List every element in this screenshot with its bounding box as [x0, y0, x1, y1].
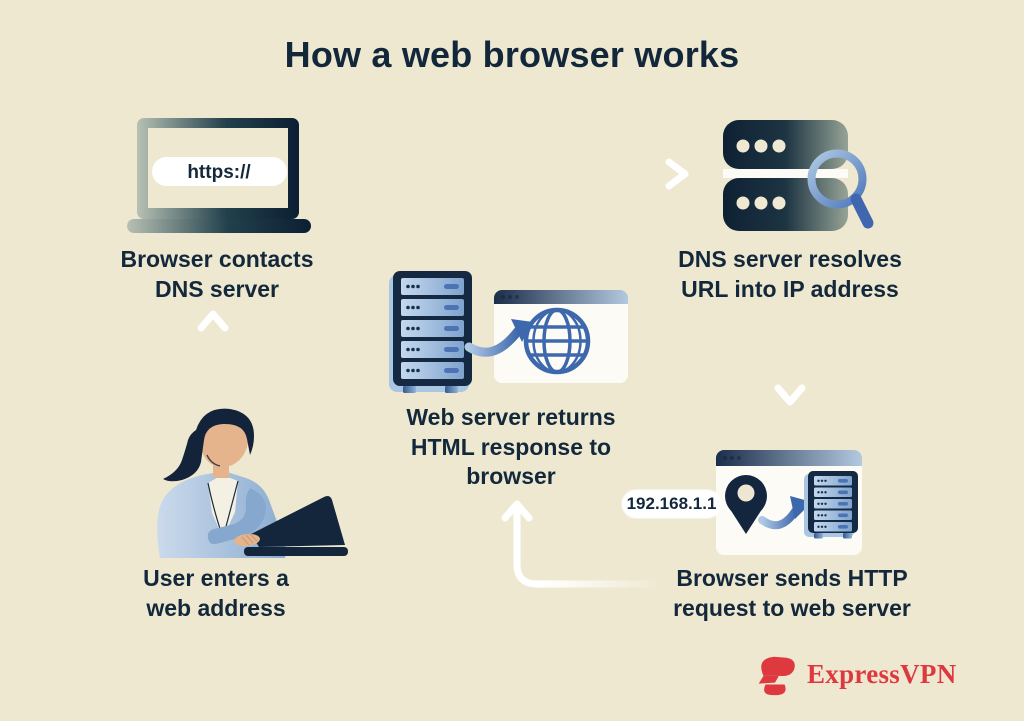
caption-line: request to web server [673, 594, 911, 621]
globe-icon [523, 307, 591, 375]
arrow-laptop-to-dns [337, 158, 689, 190]
server-slat-dots [406, 284, 420, 373]
arm-sleeve [207, 488, 266, 545]
caption-line: DNS server resolves [678, 246, 902, 272]
window-header-dots [501, 295, 519, 299]
caption-line: Browser contacts [120, 246, 314, 272]
window-header-dots [723, 456, 741, 460]
caption-line: browser [466, 463, 556, 489]
transfer-arrow-icon [464, 319, 533, 357]
url-pill-text: https:// [187, 162, 251, 183]
web-server-returns-illustration [389, 271, 628, 393]
arrow-request-to-webserver [501, 500, 663, 588]
dns-unit-top [723, 120, 848, 169]
caption-line: Web server returns [406, 404, 616, 430]
browser-window-icon [494, 290, 628, 383]
browser-sends-request-illustration [716, 450, 862, 555]
server-slat-dots [817, 479, 827, 528]
caption-web-server-returns: Web server returns HTML response to brow… [381, 403, 641, 492]
caption-line: Browser sends HTTP [676, 565, 908, 591]
shirt [208, 475, 238, 538]
caption-line: web address [146, 594, 286, 621]
server-tower-icon [804, 471, 858, 539]
caption-browser-sends-http: Browser sends HTTP request to web server [662, 564, 922, 623]
magnifier-icon [807, 149, 874, 229]
caption-line: URL into IP address [681, 275, 899, 302]
user-laptop-icon [244, 496, 348, 556]
expressvpn-logo-icon [758, 656, 795, 696]
dns-dots [736, 139, 786, 210]
caption-browser-contacts-dns: Browser contacts DNS server [87, 245, 347, 304]
expressvpn-logo-text: ExpressVPN [807, 658, 957, 689]
hair [163, 408, 254, 482]
laptop-icon: https:// [127, 118, 311, 233]
user-illustration [157, 408, 348, 558]
caption-user-enters: User enters a web address [86, 564, 346, 623]
dns-unit-gap [723, 169, 848, 178]
ip-pill: 192.168.1.1 [622, 490, 721, 518]
caption-line: User enters a [143, 565, 289, 591]
url-pill [152, 157, 287, 186]
server-rack-icon [389, 271, 472, 393]
page-title: How a web browser works [284, 34, 740, 75]
location-pin-icon [725, 475, 767, 534]
server-slat-dashes [444, 284, 459, 373]
caption-dns-resolves: DNS server resolves URL into IP address [660, 245, 920, 304]
laptop-base [127, 219, 311, 233]
arrow-user-to-laptop [197, 310, 229, 414]
hand [234, 533, 260, 547]
caption-line: HTML response to [410, 433, 612, 460]
dns-server-icon [723, 120, 874, 231]
arrow-dns-to-browser [774, 306, 806, 406]
caption-line: DNS server [154, 275, 280, 302]
expressvpn-logo: ExpressVPN [752, 650, 957, 698]
server-slat-dashes [838, 479, 848, 529]
